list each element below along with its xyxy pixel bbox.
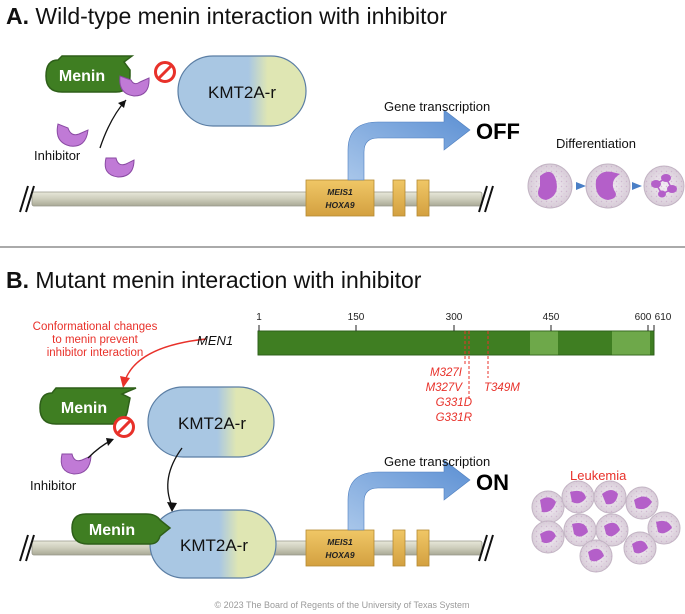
mutation-t349m: T349M	[484, 382, 520, 394]
inhibitor-icon-a2	[56, 123, 89, 147]
bound-complex: KMT2A-r Menin	[71, 509, 277, 579]
tick-300: 300	[446, 312, 463, 323]
panel-a-letter: A.	[6, 3, 29, 29]
no-symbol-icon-b	[113, 416, 135, 438]
tick-600: 600	[635, 312, 652, 323]
inhibitor-icon-a3	[104, 157, 135, 178]
kmt2a-protein-b-free: KMT2A-r	[147, 386, 275, 458]
tick-450: 450	[543, 312, 560, 323]
conformational-line-3: inhibitor interaction	[47, 347, 144, 359]
conformational-line-2: to menin prevent	[52, 334, 138, 346]
inhibitor-label-b: Inhibitor	[30, 478, 77, 493]
no-symbol-icon-a	[154, 61, 176, 83]
kmt2a-label-b-bound: KMT2A-r	[180, 536, 248, 555]
inhibitor-label-a: Inhibitor	[34, 148, 81, 163]
mutation-m327v: M327V	[426, 382, 464, 394]
mutant-menin-protein: Menin	[39, 387, 137, 425]
panel-a-title-text: Wild-type menin interaction with inhibit…	[29, 3, 447, 29]
arrow-right-icon	[576, 182, 586, 190]
gene-hoxa9-b: HOXA9	[325, 550, 355, 560]
differentiation-label: Differentiation	[556, 136, 636, 151]
panel-b: B. Mutant menin interaction with inhibit…	[6, 267, 681, 579]
panel-a: A. Wild-type menin interaction with inhi…	[6, 3, 685, 217]
conformational-line-1: Conformational changes	[33, 321, 158, 333]
panel-b-title: B. Mutant menin interaction with inhibit…	[6, 267, 422, 293]
menin-protein-a: Menin	[45, 55, 135, 93]
gene-transcription-label-b: Gene transcription	[384, 454, 490, 469]
menin-label-a: Menin	[59, 68, 105, 85]
panel-a-title: A. Wild-type menin interaction with inhi…	[6, 3, 447, 29]
differentiation-cells	[527, 163, 685, 209]
men1-label: MEN1	[197, 333, 233, 348]
binding-arrow-a	[99, 99, 127, 149]
gene-block-b: MEIS1 HOXA9	[305, 529, 430, 567]
tick-1: 1	[256, 312, 262, 323]
arrow-right-icon	[632, 182, 642, 190]
kmt2a-label-a: KMT2A-r	[208, 83, 276, 102]
menin-label-b: Menin	[61, 400, 107, 417]
conformation-arrow	[125, 338, 207, 379]
transcription-arrow-b	[347, 459, 471, 531]
leukemia-label: Leukemia	[570, 468, 627, 483]
complex-arrow	[167, 447, 183, 507]
gene-block-a: MEIS1 HOXA9	[305, 179, 430, 217]
gene-meis1-b: MEIS1	[327, 537, 353, 547]
men1-protein-bar	[257, 330, 655, 356]
kmt2a-label-b-free: KMT2A-r	[178, 414, 246, 433]
kmt2a-protein-a: KMT2A-r	[177, 55, 307, 127]
tick-150: 150	[348, 312, 365, 323]
mutation-m327i: M327I	[430, 367, 463, 379]
gene-meis1-a: MEIS1	[327, 187, 353, 197]
mutation-markers	[464, 331, 489, 400]
status-on-label: ON	[476, 470, 509, 495]
gene-transcription-label-a: Gene transcription	[384, 99, 490, 114]
leukemia-cells	[531, 480, 681, 573]
panel-b-title-text: Mutant menin interaction with inhibitor	[29, 267, 422, 293]
gene-hoxa9-a: HOXA9	[325, 200, 355, 210]
copyright-text: © 2023 The Board of Regents of the Unive…	[215, 600, 470, 610]
panel-b-letter: B.	[6, 267, 29, 293]
mutation-g331d: G331D	[436, 397, 472, 409]
transcription-arrow-a	[347, 109, 471, 181]
men1-ticks: 1 150 300 450 600 610	[256, 312, 672, 331]
inhibitor-icon-b	[60, 453, 92, 475]
tick-610: 610	[655, 312, 672, 323]
status-off-label: OFF	[476, 119, 520, 144]
inhibitor-icon-a1	[119, 75, 150, 97]
mutation-g331r: G331R	[436, 412, 472, 424]
menin-label-b-bound: Menin	[89, 522, 135, 539]
